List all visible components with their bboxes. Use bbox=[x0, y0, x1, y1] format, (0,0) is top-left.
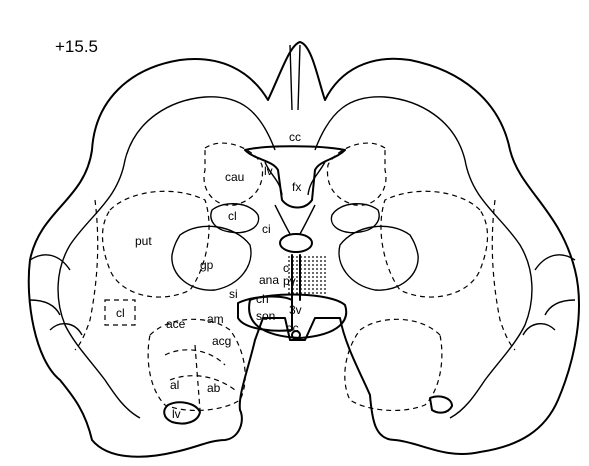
label-ab: ab bbox=[207, 381, 221, 395]
right-globus-pallidus bbox=[339, 226, 418, 290]
label-son: son bbox=[256, 309, 275, 323]
label-cl-right: cl bbox=[116, 306, 125, 320]
label-put: put bbox=[135, 234, 152, 248]
left-sulcus bbox=[30, 255, 82, 335]
claustrum-left bbox=[75, 200, 98, 350]
label-fx: fx bbox=[292, 180, 301, 194]
label-ci: ci bbox=[262, 222, 271, 236]
corpus-callosum bbox=[245, 146, 345, 207]
label-cc: cc bbox=[289, 130, 301, 144]
label-ace: ace bbox=[166, 317, 186, 331]
label-pv: pv bbox=[283, 274, 296, 288]
label-cau: cau bbox=[225, 170, 244, 184]
claustrum-right bbox=[492, 200, 515, 350]
septum-area bbox=[275, 205, 315, 234]
right-putamen-outline bbox=[381, 191, 488, 297]
label-am: am bbox=[207, 312, 224, 326]
putamen-outline bbox=[103, 191, 210, 297]
label-3v: 3v bbox=[289, 303, 302, 317]
label-ana: ana bbox=[259, 273, 279, 287]
label-oc: oc bbox=[286, 321, 299, 335]
outer-cortex-contour bbox=[29, 42, 579, 457]
label-al: al bbox=[170, 378, 179, 392]
label-gp: gp bbox=[200, 258, 214, 272]
label-ac: ac bbox=[290, 236, 303, 250]
right-amygdala-outline bbox=[345, 319, 442, 410]
temporal-horn bbox=[164, 402, 200, 423]
section-level-label: +15.5 bbox=[55, 37, 98, 56]
right-sulcus bbox=[523, 255, 575, 335]
label-ch: ch bbox=[256, 292, 269, 306]
right-internal-capsule bbox=[331, 204, 379, 233]
label-acg: acg bbox=[212, 334, 231, 348]
interhemispheric-fissure bbox=[290, 45, 300, 110]
right-caudate-outline bbox=[327, 143, 385, 205]
label-lv-lower: lv bbox=[172, 407, 181, 421]
label-si: si bbox=[229, 287, 238, 301]
label-cl-left: cl bbox=[228, 209, 237, 223]
right-temporal-horn bbox=[430, 396, 452, 412]
label-c: c bbox=[283, 261, 289, 275]
label-lv-upper: lv bbox=[264, 164, 273, 178]
